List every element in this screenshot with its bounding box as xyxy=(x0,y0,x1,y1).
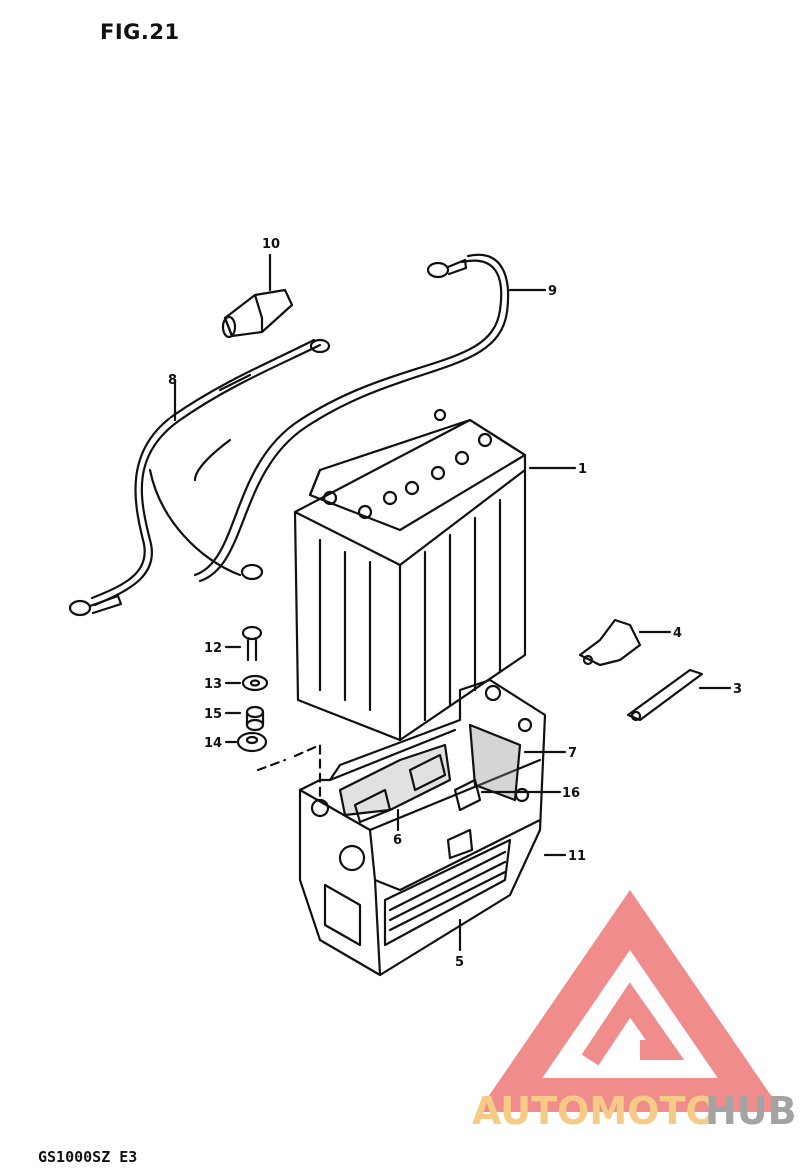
callout-10: 10 xyxy=(262,237,280,252)
cushion-grommet-part xyxy=(236,731,268,753)
terminal-cover-part xyxy=(221,288,294,339)
automotohub-logo: AUTOMOTO HUB xyxy=(472,889,797,1133)
callout-1: 1 xyxy=(578,462,587,477)
washer-part xyxy=(241,674,269,692)
callout-9: 9 xyxy=(548,284,557,299)
spacer-part xyxy=(245,705,265,732)
callout-4: 4 xyxy=(673,626,682,641)
battery-band-part xyxy=(626,668,704,722)
callout-7: 7 xyxy=(568,746,577,761)
model-code: GS1000SZ E3 xyxy=(38,1148,138,1166)
side-cushion-part xyxy=(468,723,522,802)
watermark-text-2: HUB xyxy=(705,1089,797,1133)
callout-3: 3 xyxy=(733,682,742,697)
rubber-pad-part xyxy=(446,778,482,860)
callout-5: 5 xyxy=(455,955,464,970)
figure-title: FIG.21 xyxy=(100,20,180,44)
callout-14: 14 xyxy=(204,736,222,751)
cable-clamp-part xyxy=(578,618,642,667)
negative-cable-part xyxy=(68,338,331,617)
callout-6: 6 xyxy=(393,833,402,848)
bolt-part xyxy=(241,625,263,662)
cushion-part xyxy=(338,743,452,824)
callout-16: 16 xyxy=(562,786,580,801)
callout-15: 15 xyxy=(204,707,222,722)
callout-8: 8 xyxy=(168,373,177,388)
watermark-text-1: AUTOMOTO xyxy=(472,1089,718,1133)
callout-11: 11 xyxy=(568,849,586,864)
positive-cable-part xyxy=(193,253,510,583)
callout-12: 12 xyxy=(204,641,222,656)
battery-part xyxy=(293,408,527,742)
callout-13: 13 xyxy=(204,677,222,692)
